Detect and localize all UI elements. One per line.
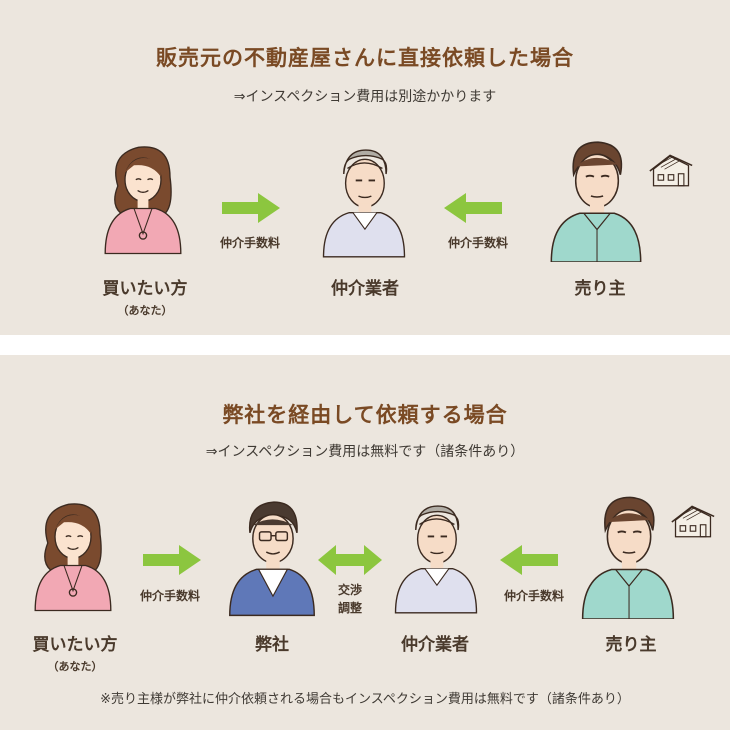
buyer-label: 買いたい方 [102, 279, 188, 299]
old-man-avatar-icon [390, 489, 482, 617]
via-company-panel: 弊社を経由して依頼する場合 ⇒インスペクション費用は無料です（諸条件あり） 仲介… [0, 355, 730, 730]
buyer-label: 買いたい方 [32, 635, 118, 655]
page-title: 販売元の不動産屋さんに直接依頼した場合 [156, 46, 574, 70]
arrow-right-icon [222, 193, 280, 223]
fee-label-right: 仲介手数料 [503, 589, 564, 603]
fee-label-right: 仲介手数料 [447, 236, 508, 250]
buyer-sublabel: （あなた） [47, 660, 103, 673]
man-avatar-icon [576, 485, 680, 619]
footnote: ※売り主様が弊社に仲介依頼される場合もインスペクション費用は無料です（諸条件あり… [100, 692, 630, 707]
buyer-sublabel: （あなた） [117, 304, 173, 317]
adjust-label-line2: 調整 [337, 601, 362, 615]
old-man-avatar-icon [318, 134, 410, 260]
company-label: 弊社 [255, 635, 289, 655]
fee-label-left: 仲介手数料 [219, 236, 280, 250]
man-glasses-avatar-icon [224, 489, 320, 617]
agent-label: 仲介業者 [401, 635, 469, 655]
page-subtitle: ⇒インスペクション費用は別途かかります [233, 89, 497, 105]
section-title: 弊社を経由して依頼する場合 [222, 403, 508, 427]
agent-label: 仲介業者 [331, 279, 399, 299]
house-icon [670, 503, 716, 541]
arrow-left-icon [500, 545, 558, 575]
fee-label-left: 仲介手数料 [139, 589, 200, 603]
adjust-label-line1: 交渉 [337, 583, 362, 597]
direct-request-panel: 販売元の不動産屋さんに直接依頼した場合 ⇒インスペクション費用は別途かかります … [0, 0, 730, 335]
seller-label: 売り主 [574, 279, 626, 299]
man-avatar-icon [544, 130, 648, 262]
seller-label: 売り主 [605, 635, 657, 655]
house-icon [648, 152, 694, 190]
arrow-left-icon [444, 193, 502, 223]
section-subtitle: ⇒インスペクション費用は無料です（諸条件あり） [205, 444, 525, 460]
arrow-right-icon [143, 545, 201, 575]
arrow-both-icon [318, 545, 382, 575]
woman-avatar-icon [28, 489, 118, 615]
woman-avatar-icon [98, 132, 188, 258]
